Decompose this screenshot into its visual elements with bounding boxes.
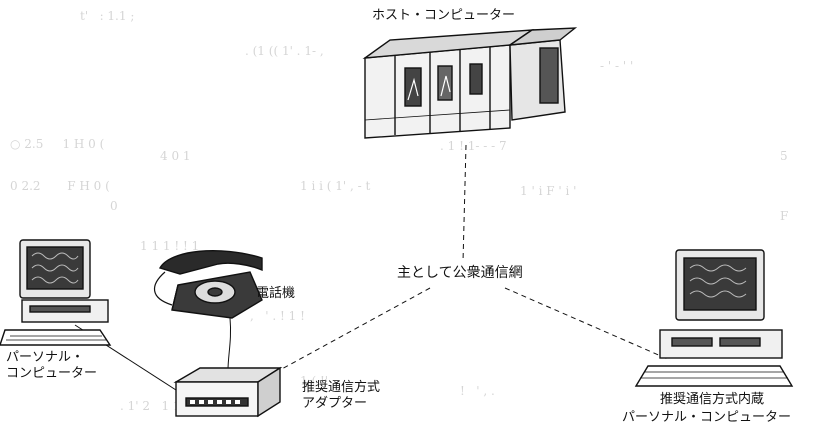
link-network-builtin-pc xyxy=(504,287,671,361)
svg-text:F: F xyxy=(780,209,788,223)
adapter-label-line1: 推奨通信方式 xyxy=(302,380,381,395)
svg-text:○ 2.5 1 H 0 (: ○ 2.5 1 H 0 ( xyxy=(10,137,104,151)
svg-text:t' : 1.1 ;: t' : 1.1 ; xyxy=(80,9,134,23)
svg-text:- ' - ' ': - ' - ' ' xyxy=(600,59,633,73)
svg-text:1 ' i F ' i ': 1 ' i F ' i ' xyxy=(520,184,576,198)
svg-text:4 0 1: 4 0 1 xyxy=(160,149,191,163)
personal-computer-icon xyxy=(0,239,112,346)
svg-text:1 i i ( 1' , - t: 1 i i ( 1' , - t xyxy=(300,179,370,193)
svg-text:1 1 1 ! ! 1: 1 1 1 ! ! 1 xyxy=(140,239,199,253)
host-computer-label: ホスト・コンピューター xyxy=(372,8,516,23)
builtin-pc-label-line1: 推奨通信方式内蔵 xyxy=(660,392,765,407)
svg-text:. (1 (( 1' . 1- ,: . (1 (( 1' . 1- , xyxy=(245,44,324,58)
host-computer-icon xyxy=(362,27,578,139)
telephone-label: 電話機 xyxy=(256,286,296,301)
svg-text:1 ( !': 1 ( !' xyxy=(300,374,328,388)
link-network-adapter xyxy=(279,287,431,371)
adapter-icon xyxy=(173,366,283,418)
public-network-label: 主として公衆通信網 xyxy=(397,265,523,281)
svg-text:, ' . ! 1 !: , ' . ! 1 ! xyxy=(250,309,305,323)
telephone-icon xyxy=(154,250,263,319)
svg-text:0 2.2 F H 0 (: 0 2.2 F H 0 ( xyxy=(10,179,110,193)
svg-text:0: 0 xyxy=(110,199,118,213)
adapter-label-line2: アダプター xyxy=(302,396,368,411)
link-host-network xyxy=(462,144,467,263)
svg-text:. 1 ! 1- - - 7: . 1 ! 1- - - 7 xyxy=(440,139,507,153)
svg-text:5: 5 xyxy=(780,149,788,163)
svg-text:! ' , .: ! ' , . xyxy=(460,384,495,398)
link-phone-adapter xyxy=(227,317,232,371)
personal-computer-label-line2: コンピューター xyxy=(6,366,98,381)
personal-computer-label-line1: パーソナル・ xyxy=(6,350,85,365)
builtin-pc-label-line2: パーソナル・コンピューター xyxy=(622,410,792,425)
builtin-computer-icon xyxy=(634,249,794,387)
